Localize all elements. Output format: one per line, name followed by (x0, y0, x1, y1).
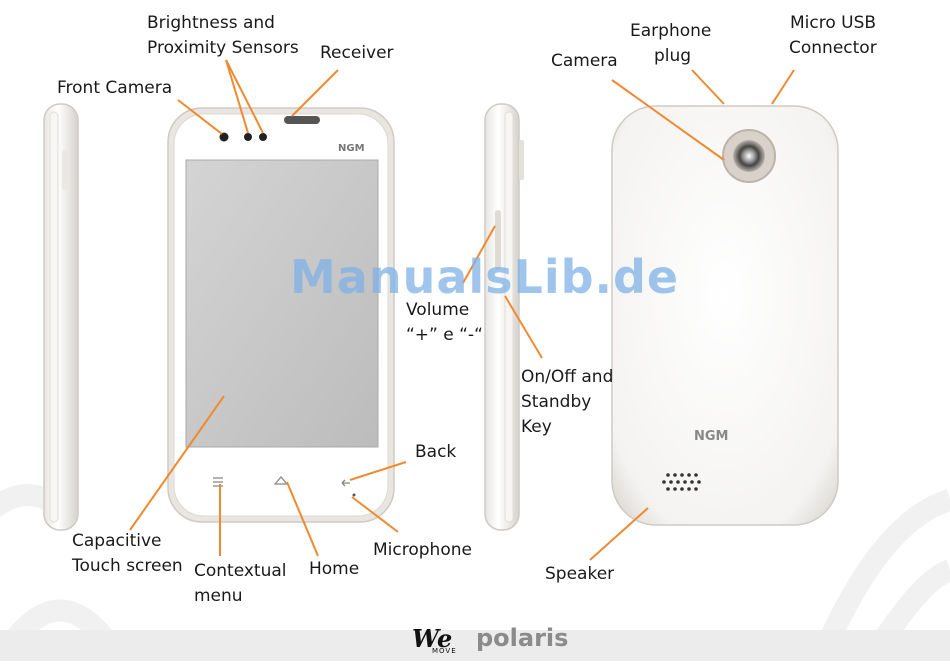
watermark: ManualsLib.de (290, 250, 679, 304)
label-brightness-line2: Proximity Sensors (147, 36, 299, 61)
label-camera: Camera (551, 49, 618, 74)
label-onoff-line1: On/Off and (521, 365, 613, 390)
phone-front-view (168, 108, 394, 522)
label-touch-line2: Touch screen (72, 554, 183, 579)
leader-usb (772, 70, 794, 104)
back-brand-logo: NGM (694, 429, 729, 444)
label-microphone: Microphone (373, 538, 472, 563)
leader-speaker (590, 508, 648, 560)
label-usb-line2: Connector (789, 36, 877, 61)
microphone-hole (353, 494, 356, 497)
label-contextual-line1: Contextual (194, 559, 287, 584)
label-volume-line1: Volume (406, 298, 469, 323)
receiver-grille (284, 116, 320, 124)
label-touch-line1: Capacitive (72, 529, 161, 554)
brightness-sensor (244, 133, 252, 141)
label-volume-line2: “+” e “-“ (406, 323, 483, 348)
footer-move-text: MOVE (432, 647, 457, 655)
label-contextual-line2: menu (194, 584, 243, 609)
footer-bar (0, 630, 950, 661)
label-brightness-line1: Brightness and (147, 11, 275, 36)
label-speaker: Speaker (545, 562, 614, 587)
label-onoff-line2: Standby (521, 390, 591, 415)
label-earphone-line2: plug (654, 44, 691, 69)
label-receiver: Receiver (320, 41, 394, 66)
label-home: Home (309, 557, 359, 582)
phone-left-side-view (44, 104, 78, 530)
phone-back-view (612, 106, 838, 525)
label-onoff-line3: Key (521, 415, 552, 440)
leader-earphone (692, 70, 724, 104)
front-brand-logo: NGM (338, 143, 365, 154)
side-key (519, 140, 524, 180)
footer-polaris-logo: polaris (476, 624, 568, 652)
label-usb-line1: Micro USB (790, 11, 876, 36)
label-back: Back (415, 440, 456, 465)
rear-camera-lens (733, 140, 765, 172)
label-earphone-line1: Earphone (630, 19, 711, 44)
label-front-camera: Front Camera (57, 76, 172, 101)
proximity-sensor (259, 133, 267, 141)
